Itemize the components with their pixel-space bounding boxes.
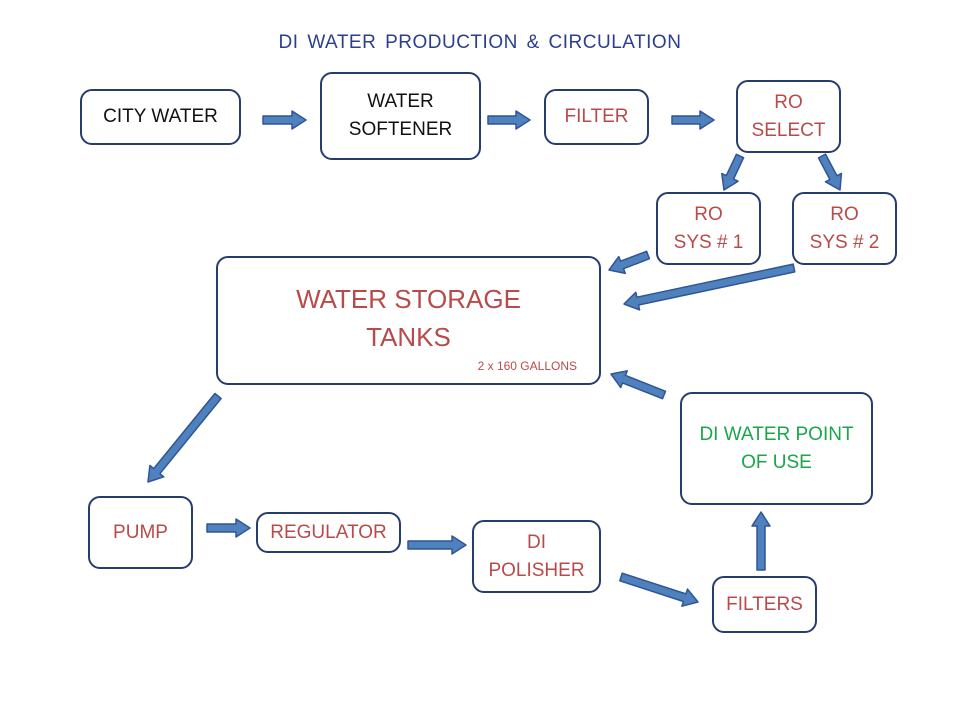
node-label: PUMP [113,521,168,543]
node-label: SELECT [751,119,826,141]
arrow-softener-to-filter [487,110,531,130]
arrow-point-of-use-to-storage [610,370,667,400]
node-label: DI WATER POINT [699,423,854,445]
node-label: DI [527,531,546,553]
node-label: SOFTENER [348,119,453,140]
node-label: OF USE [741,451,812,473]
arrow-ro-select-to-sys1 [721,153,745,191]
node-ro-select: RO SELECT [736,80,841,153]
node-di-water-point-of-use: DI WATER POINT OF USE [680,392,873,505]
arrow-city-to-softener [262,110,307,130]
arrow-pump-to-regulator [206,518,251,538]
arrow-filter-to-ro-select [671,110,715,130]
node-pump: PUMP [88,496,193,569]
node-di-polisher: DI POLISHER [472,520,601,593]
node-label: REGULATOR [270,521,387,543]
node-label: POLISHER [488,559,585,581]
node-label: SYS # 1 [673,231,744,253]
node-ro-sys-2: RO SYS # 2 [792,192,897,265]
node-water-storage-tanks: WATER STORAGE TANKS 2 x 160 GALLONS [216,256,601,385]
arrow-ro-select-to-sys2 [817,153,843,191]
node-label: RO [694,203,723,225]
arrow-filters-to-point-of-use [751,511,771,571]
node-label: RO [774,91,803,113]
node-filter: FILTER [544,89,649,145]
node-city-water: CITY WATER [80,89,241,145]
node-label: RO [830,203,859,225]
storage-capacity-note: 2 x 160 GALLONS [477,359,577,373]
node-water-softener: WATER SOFTENER [320,72,481,160]
arrow-storage-to-pump [147,392,222,483]
diagram-title: DI WATER PRODUCTION & CIRCULATION [278,32,682,53]
node-label: FILTERS [726,593,803,615]
node-regulator: REGULATOR [256,512,401,553]
arrow-polisher-to-filters [619,572,699,607]
arrow-sys2-to-storage [623,263,796,311]
node-label: FILTER [564,106,629,127]
node-ro-sys-1: RO SYS # 1 [656,192,761,265]
node-filters: FILTERS [712,576,817,633]
node-label: TANKS [366,322,451,352]
node-label: SYS # 2 [809,231,880,253]
arrow-regulator-to-polisher [407,535,467,555]
node-label: WATER STORAGE [296,284,521,314]
node-label: CITY WATER [103,106,218,127]
arrow-sys1-to-storage [608,250,651,275]
node-label: WATER [367,91,434,112]
